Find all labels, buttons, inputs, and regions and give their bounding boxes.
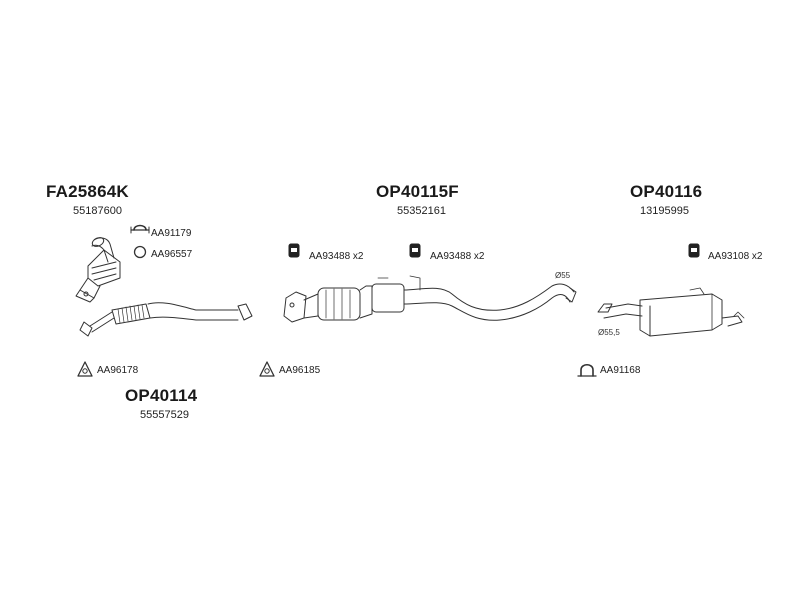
catalytic-converter-part (75, 237, 121, 303)
clamp-icon (130, 224, 150, 234)
oem-number-55187600: 55187600 (73, 205, 122, 217)
oem-number-55557529: 55557529 (140, 409, 189, 421)
triangle-gasket-icon (77, 361, 93, 377)
accessory-label-aa91168: AA91168 (600, 365, 641, 376)
rubber-mount-icon (409, 243, 421, 258)
diameter-label-55-5: Ø55,5 (598, 328, 620, 337)
assembly-code-op40116: OP40116 (630, 182, 703, 201)
rubber-mount-icon (688, 243, 700, 258)
u-clamp-icon (577, 363, 597, 377)
oem-number-55352161: 55352161 (397, 205, 446, 217)
accessory-label-aa91179: AA91179 (151, 228, 192, 239)
triangle-gasket-icon (259, 361, 275, 377)
rubber-mount-icon (288, 243, 300, 258)
accessory-label-aa96557: AA96557 (151, 249, 193, 260)
ring-gasket-icon (133, 245, 147, 259)
assembly-code-op40115f: OP40115F (376, 182, 459, 201)
assembly-code-fa25864k: FA25864K (46, 182, 129, 201)
front-pipe-part (79, 302, 253, 337)
accessory-label-aa93108: AA93108 x2 (708, 251, 763, 262)
accessory-label-aa96185: AA96185 (279, 365, 321, 376)
oem-number-13195995: 13195995 (640, 205, 689, 217)
accessory-label-aa93488-b: AA93488 x2 (430, 251, 485, 262)
assembly-code-op40114: OP40114 (125, 386, 198, 405)
accessory-label-aa96178: AA96178 (97, 365, 139, 376)
accessory-label-aa93488-a: AA93488 x2 (309, 251, 364, 262)
dpf-middle-silencer-part (283, 275, 577, 323)
diameter-label-55: Ø55 (555, 271, 571, 280)
rear-silencer-part (597, 287, 745, 337)
